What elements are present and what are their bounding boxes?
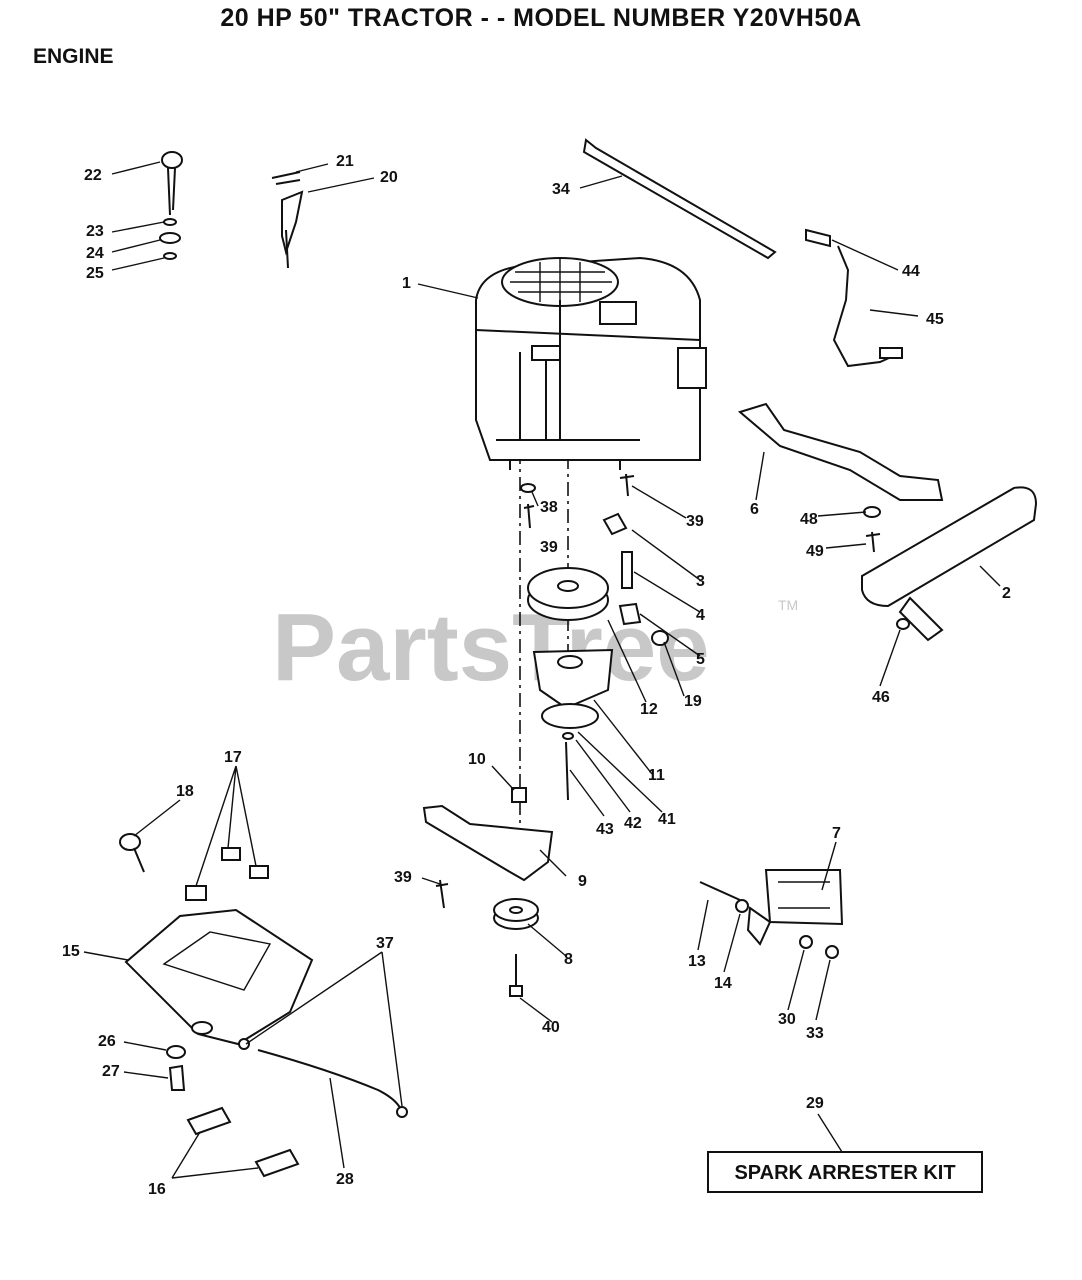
callout-14: 14 xyxy=(714,975,732,992)
washer-14 xyxy=(735,899,749,913)
callout-49: 49 xyxy=(806,543,824,560)
bolt-13 xyxy=(699,881,741,901)
page-title: 20 HP 50" TRACTOR - - MODEL NUMBER Y20VH… xyxy=(220,4,862,32)
nut-40 xyxy=(509,985,523,997)
callout-39b: 39 xyxy=(686,513,704,530)
callout-48: 48 xyxy=(800,511,818,528)
knob-18 xyxy=(119,833,141,851)
bolt-39-bottom xyxy=(435,879,449,909)
nut-33 xyxy=(825,945,839,959)
callout-26: 26 xyxy=(98,1033,116,1050)
callout-22: 22 xyxy=(84,167,102,184)
callout-29: 29 xyxy=(806,1095,824,1112)
pulley-8 xyxy=(493,898,539,930)
clamp-37b xyxy=(396,1106,408,1118)
engine-1 xyxy=(475,256,707,470)
plate-9 xyxy=(422,804,554,882)
leader-lines xyxy=(83,161,1001,1179)
bolt-49 xyxy=(865,531,881,553)
hose-28 xyxy=(257,1049,403,1113)
watermark-text: PartsTree xyxy=(272,594,710,701)
callout-23: 23 xyxy=(86,223,104,240)
bar-34 xyxy=(582,138,777,260)
kit-label: SPARK ARRESTER KIT xyxy=(734,1162,955,1184)
spark-plug-wire-44-45 xyxy=(805,228,903,368)
callout-1: 1 xyxy=(402,275,411,292)
callout-18: 18 xyxy=(176,783,194,800)
callout-13: 13 xyxy=(688,953,706,970)
callout-12: 12 xyxy=(640,701,658,718)
bracket-7 xyxy=(746,869,844,946)
watermark-trademark: TM xyxy=(778,597,798,613)
callout-9: 9 xyxy=(578,873,587,890)
pad-16b xyxy=(254,1148,300,1178)
callout-34: 34 xyxy=(552,181,570,198)
callout-28: 28 xyxy=(336,1171,354,1188)
callout-7: 7 xyxy=(832,825,841,842)
callout-labels: 22 21 20 23 24 25 34 44 1 45 6 2 48 49 3… xyxy=(62,153,1011,1198)
callout-37: 37 xyxy=(376,935,394,952)
pulley-12 xyxy=(527,567,609,621)
callout-44: 44 xyxy=(902,263,920,280)
pad-17b xyxy=(221,847,241,861)
washer-30 xyxy=(799,935,813,949)
section-label: ENGINE xyxy=(33,45,114,68)
callout-33: 33 xyxy=(806,1025,824,1042)
spacer-10 xyxy=(511,787,527,803)
callout-27: 27 xyxy=(102,1063,120,1080)
callout-8: 8 xyxy=(564,951,573,968)
callout-11: 11 xyxy=(648,767,665,784)
callout-3: 3 xyxy=(696,573,705,590)
callout-4: 4 xyxy=(696,607,705,624)
bolt-43 xyxy=(565,741,569,801)
callout-30: 30 xyxy=(778,1011,796,1028)
callout-17: 17 xyxy=(224,749,242,766)
exhaust-pipe-6 xyxy=(737,402,944,501)
callout-40: 40 xyxy=(542,1019,560,1036)
pad-17c xyxy=(249,865,269,879)
callout-24: 24 xyxy=(86,245,104,262)
washer-48 xyxy=(863,506,881,518)
clamp-37a xyxy=(238,1038,250,1050)
elbow-27 xyxy=(168,1064,186,1091)
callout-19: 19 xyxy=(684,693,702,710)
bolt-39-left xyxy=(523,503,535,529)
callout-41: 41 xyxy=(658,811,676,828)
fitting-3 xyxy=(602,512,628,536)
bracket-20-21 xyxy=(271,171,304,269)
washer-46 xyxy=(896,618,910,630)
callout-46: 46 xyxy=(872,689,890,706)
callout-6: 6 xyxy=(750,501,759,518)
washer-38 xyxy=(520,483,536,493)
callout-5: 5 xyxy=(696,651,705,668)
callout-21: 21 xyxy=(336,153,354,170)
pan-15 xyxy=(124,908,314,1046)
pad-16a xyxy=(186,1106,232,1136)
washer-41 xyxy=(562,732,574,740)
callout-42: 42 xyxy=(624,815,642,832)
tube-4 xyxy=(621,551,633,589)
callout-20: 20 xyxy=(380,169,398,186)
clutch-11 xyxy=(532,648,614,729)
bolt-39-right xyxy=(619,473,635,497)
callout-15: 15 xyxy=(62,943,80,960)
nut-19 xyxy=(651,630,669,646)
callout-39a: 39 xyxy=(540,539,558,556)
callout-38: 38 xyxy=(540,499,558,516)
grommet-26 xyxy=(166,1045,186,1059)
callout-2: 2 xyxy=(1002,585,1011,602)
callout-10: 10 xyxy=(468,751,486,768)
screw-22-assembly xyxy=(159,151,183,260)
pad-17a xyxy=(185,885,207,901)
callout-39c: 39 xyxy=(394,869,412,886)
callout-16: 16 xyxy=(148,1181,166,1198)
callout-45: 45 xyxy=(926,311,944,328)
spark-arrester-kit-box: SPARK ARRESTER KIT xyxy=(707,1151,983,1193)
coupler-5 xyxy=(618,602,642,626)
muffler-2 xyxy=(861,486,1038,642)
callout-25: 25 xyxy=(86,265,104,282)
callout-43: 43 xyxy=(596,821,614,838)
